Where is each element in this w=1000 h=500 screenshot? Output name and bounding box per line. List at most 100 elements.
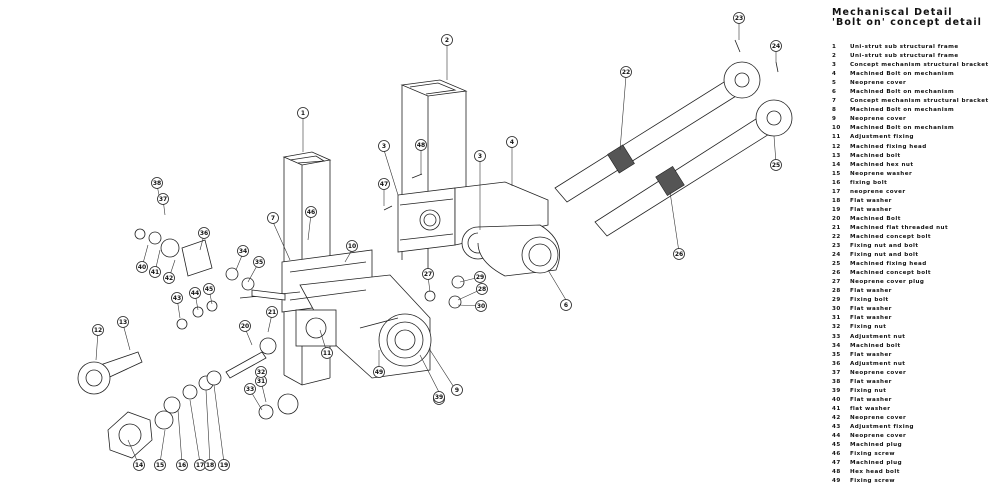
legend-item-label: Neoprene cover plug — [850, 279, 925, 286]
legend-item-number: 12 — [832, 143, 841, 150]
legend-item-number: 46 — [832, 451, 841, 458]
legend-item-label: Neoprene washer — [850, 170, 913, 177]
legend-item-label: Fixing screw — [850, 451, 895, 458]
structural-bracket-upper — [397, 181, 560, 277]
legend-item-number: 30 — [832, 306, 841, 313]
legend-item-number: 2 — [832, 53, 837, 60]
legend-item-number: 35 — [832, 351, 841, 358]
legend-item: 38 Flat washer — [832, 378, 997, 387]
legend-item-label: Flat washer — [850, 315, 892, 322]
legend-item-label: Fixing nut — [850, 387, 887, 394]
callout-circle — [239, 320, 251, 332]
callout-number: 14 — [135, 462, 143, 469]
callout-number: 9 — [455, 387, 459, 394]
legend-item-label: Neoprene cover — [850, 80, 907, 87]
legend-item: 10 Machined Bolt on mechanism — [832, 124, 997, 133]
neoprene-cover-37-assembly — [134, 228, 213, 277]
callout-number: 39 — [435, 394, 443, 401]
concept-bolt-22 — [554, 61, 761, 203]
legend-item-number: 10 — [832, 125, 841, 132]
legend-item-label: Machined concept bolt — [850, 233, 932, 240]
callout-number: 26 — [675, 251, 683, 258]
legend-item-label: Flat washer — [850, 351, 892, 358]
callout-circle — [244, 383, 256, 395]
legend-item-number: 25 — [832, 261, 841, 268]
callout-number: 7 — [271, 215, 275, 222]
callout-number: 27 — [424, 271, 432, 278]
callout-number: 23 — [735, 15, 743, 22]
callout-number: 32 — [257, 369, 265, 376]
callout-number: 30 — [477, 303, 485, 310]
callout-circle — [198, 227, 210, 239]
exploded-assembly-drawing: 1233467891011121314151617181920212223242… — [77, 12, 793, 471]
callout-number: 13 — [119, 319, 127, 326]
legend-item-number: 14 — [832, 161, 841, 168]
callout-circle — [92, 324, 104, 336]
callout-circle — [163, 272, 175, 284]
legend-title-line2: 'Bolt on' concept detail — [832, 17, 983, 28]
small-parts-left — [176, 267, 299, 420]
legend-item-number: 20 — [832, 215, 841, 222]
legend-item-number: 28 — [832, 288, 841, 295]
fixing-parts-right — [383, 39, 779, 309]
callout-number: 38 — [153, 180, 161, 187]
callout-circle — [475, 300, 487, 312]
legend-item-label: Machined Bolt — [850, 215, 901, 222]
callout-circle — [266, 306, 278, 318]
legend-item-number: 21 — [832, 224, 841, 231]
callout-number: 46 — [307, 209, 315, 216]
legend-item-label: Machined Bolt on mechanism — [850, 125, 955, 132]
legend-item-label: Adjustment fixing — [850, 423, 914, 430]
callout-number: 22 — [622, 69, 630, 76]
callout-number: 16 — [178, 462, 186, 469]
callout-circle — [171, 292, 183, 304]
callout-circle — [267, 212, 279, 224]
legend-item-number: 41 — [832, 405, 841, 412]
callout-number: 17 — [196, 462, 204, 469]
callout-circle — [204, 459, 216, 471]
callout-circle — [203, 283, 215, 295]
legend-item-number: 45 — [832, 442, 841, 449]
legend-item-label: Adjustment nut — [850, 360, 906, 367]
legend-item: 22 Machined concept bolt — [832, 233, 997, 242]
callout-circle — [218, 459, 230, 471]
callout-number: 48 — [417, 142, 425, 149]
legend-item-number: 37 — [832, 369, 841, 376]
callout-circle — [133, 459, 145, 471]
legend-item-label: Hex head bolt — [850, 469, 900, 476]
callout-circle — [620, 66, 632, 78]
callout-circle — [373, 366, 385, 378]
callout-number: 1 — [301, 110, 305, 117]
legend-item-number: 16 — [832, 179, 841, 186]
legend-item-number: 38 — [832, 378, 841, 385]
callout-number: 49 — [375, 369, 383, 376]
legend-item: 37 Neoprene cover — [832, 369, 997, 378]
legend-item-number: 22 — [832, 233, 841, 240]
legend-item-number: 7 — [832, 98, 837, 105]
legend-item-label: Neoprene cover — [850, 369, 907, 376]
callout-number: 45 — [205, 286, 213, 293]
callout-circle — [255, 366, 267, 378]
legend-item-label: Flat washer — [850, 378, 892, 385]
structural-bracket-lower — [239, 249, 432, 379]
callout-number: 15 — [156, 462, 164, 469]
legend-item-number: 29 — [832, 297, 841, 304]
